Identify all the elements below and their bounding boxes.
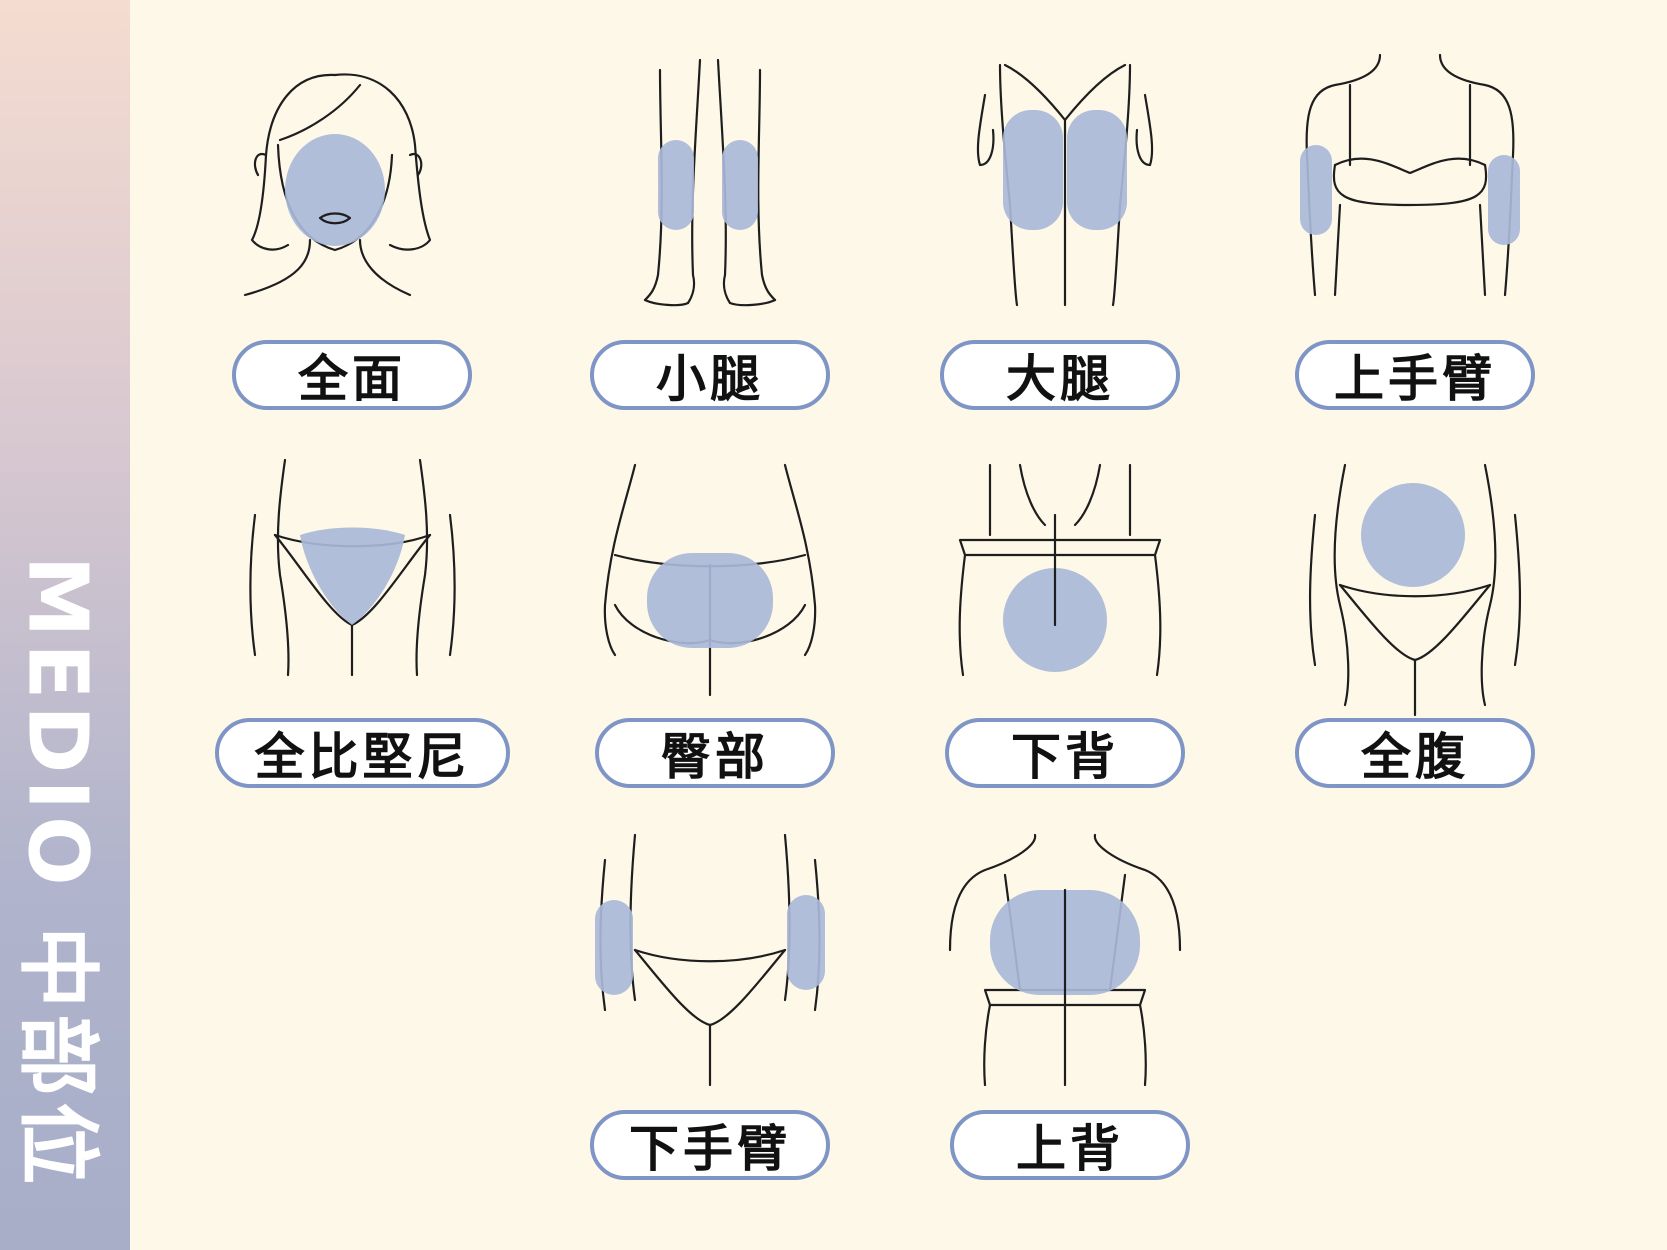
area-label-full-bikini: 全比堅尼 — [215, 718, 510, 788]
area-label-full-abdomen: 全腹 — [1295, 718, 1535, 788]
buttocks-zone — [647, 553, 773, 648]
area-label-calves: 小腿 — [590, 340, 830, 410]
area-label-lower-back: 下背 — [945, 718, 1185, 788]
area-label-upper-back: 上背 — [950, 1110, 1190, 1180]
calves-zone-left — [658, 140, 694, 230]
area-label-full-face: 全面 — [232, 340, 472, 410]
calves-zone-right — [722, 140, 758, 230]
calves-illustration — [643, 58, 777, 307]
upper-arms-zone-right — [1488, 155, 1520, 245]
thighs-zone-left — [1003, 110, 1063, 230]
lower-back-illustration — [958, 463, 1162, 677]
forearms-illustration — [595, 833, 825, 1087]
thighs-zone-right — [1067, 110, 1127, 230]
forearms-zone-right — [787, 895, 825, 990]
buttocks-illustration — [603, 463, 817, 697]
area-label-thighs: 大腿 — [940, 340, 1180, 410]
area-label-upper-arms: 上手臂 — [1295, 340, 1535, 410]
upper-arms-illustration — [1300, 53, 1520, 297]
bikini-illustration — [249, 458, 456, 677]
bikini-zone — [300, 527, 405, 625]
face-zone — [285, 134, 385, 246]
face-illustration — [243, 73, 432, 297]
forearms-zone-left — [595, 900, 633, 995]
thighs-illustration — [976, 63, 1154, 307]
upper-arms-zone-left — [1300, 145, 1332, 235]
sidebar-title: MEDIO 中部位 — [9, 555, 105, 1191]
area-label-forearms: 下手臂 — [590, 1110, 830, 1180]
abdomen-zone — [1361, 483, 1465, 587]
area-label-buttocks: 臀部 — [595, 718, 835, 788]
abdomen-illustration — [1308, 463, 1522, 717]
upper-back-illustration — [948, 833, 1182, 1087]
sidebar-banner: MEDIO 中部位 — [0, 0, 130, 1250]
